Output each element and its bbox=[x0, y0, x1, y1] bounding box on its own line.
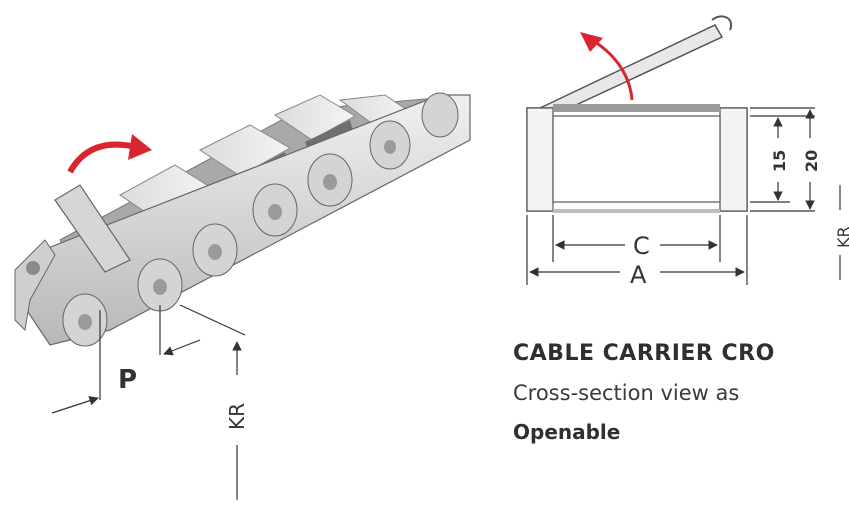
inner-height-label: 15 bbox=[770, 150, 789, 172]
outer-width-label: A bbox=[630, 261, 647, 289]
open-lid bbox=[54, 184, 131, 273]
height-dimensions bbox=[750, 107, 815, 212]
kr-dimension-left bbox=[179, 304, 246, 500]
section-subtext: Cross-section view as bbox=[513, 381, 740, 405]
kr-label-right: KR bbox=[834, 226, 849, 248]
width-dimensions bbox=[526, 215, 748, 285]
pitch-dimension bbox=[51, 305, 201, 414]
kr-label-left: KR bbox=[225, 403, 249, 430]
outer-height-label: 20 bbox=[802, 150, 821, 172]
section-heading: CABLE CARRIER CRO bbox=[513, 341, 775, 366]
chain-illustration bbox=[14, 92, 471, 347]
inner-width-label: C bbox=[633, 232, 650, 260]
pitch-label: P bbox=[118, 365, 137, 395]
side-plates bbox=[19, 92, 471, 347]
cross-section-view bbox=[526, 15, 748, 213]
lid-open-arrow-icon bbox=[594, 40, 634, 101]
feature-openable: Openable bbox=[513, 420, 621, 444]
